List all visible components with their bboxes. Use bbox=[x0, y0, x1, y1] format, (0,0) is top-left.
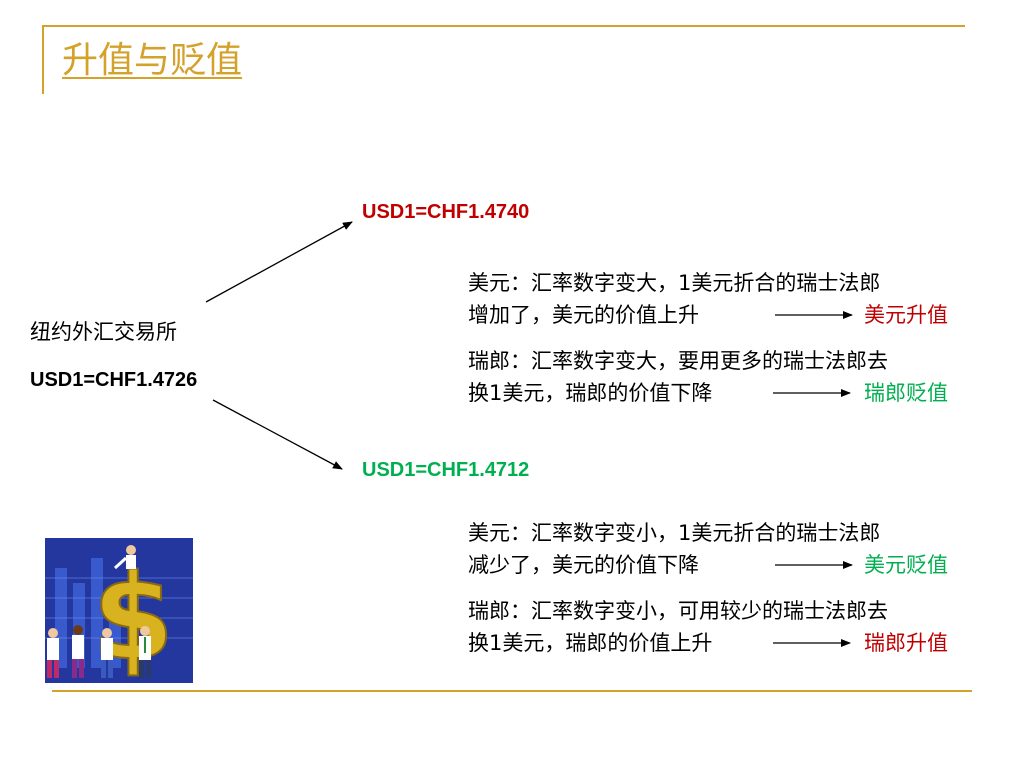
lower-chf-line1: 瑞郎：汇率数字变小，可用较少的瑞士法郎去 bbox=[468, 599, 888, 623]
upper-chf-line2: 换1美元，瑞郎的价值下降 bbox=[468, 381, 713, 405]
exchange-base-rate: USD1=CHF1.4726 bbox=[30, 369, 198, 391]
upper-usd-result: 美元升值 bbox=[864, 303, 948, 327]
upper-chf-result: 瑞郎贬值 bbox=[864, 381, 948, 405]
exchange-name: 纽约外汇交易所 bbox=[30, 320, 177, 344]
upper-usd-line2: 增加了，美元的价值上升 bbox=[468, 303, 699, 327]
dollar-business-clipart-icon: $ bbox=[45, 538, 193, 683]
page-title: 升值与贬值 bbox=[62, 40, 243, 81]
lower-usd-line2: 减少了，美元的价值下降 bbox=[468, 553, 699, 577]
upper-usd-line2-row: 增加了，美元的价值上升 bbox=[468, 300, 699, 330]
lower-chf-line2: 换1美元，瑞郎的价值上升 bbox=[468, 631, 713, 655]
lower-chf-result: 瑞郎升值 bbox=[864, 631, 948, 655]
lower-rate: USD1=CHF1.4712 bbox=[362, 459, 530, 481]
bottom-rule bbox=[52, 690, 972, 692]
title-top-rule bbox=[42, 25, 965, 27]
upper-chf-line1: 瑞郎：汇率数字变大，要用更多的瑞士法郎去 bbox=[468, 349, 888, 373]
arrow-to-upper-rate bbox=[205, 221, 353, 303]
upper-usd-line1: 美元：汇率数字变大，1美元折合的瑞士法郎 bbox=[468, 271, 881, 295]
upper-rate: USD1=CHF1.4740 bbox=[362, 201, 530, 223]
lower-usd-line1: 美元：汇率数字变小，1美元折合的瑞士法郎 bbox=[468, 521, 881, 545]
arrow-to-lower-rate bbox=[212, 399, 343, 470]
lower-usd-result: 美元贬值 bbox=[864, 553, 948, 577]
title-left-rule bbox=[42, 25, 44, 94]
